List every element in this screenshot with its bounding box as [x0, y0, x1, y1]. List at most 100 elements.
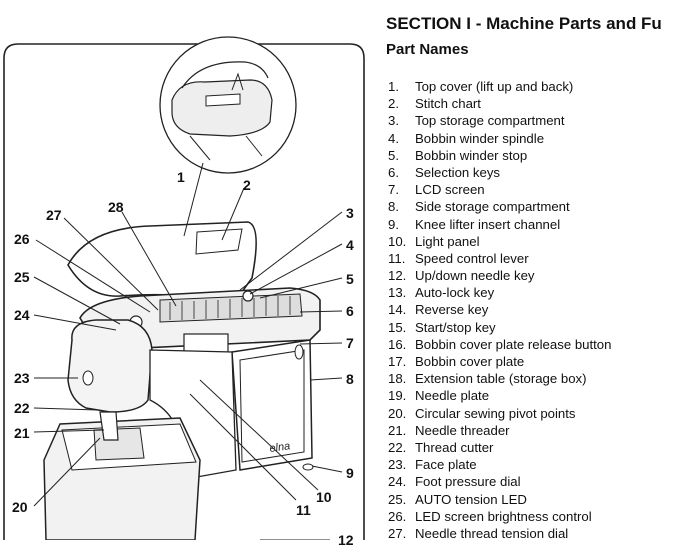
part-item: 19. Needle plate: [388, 387, 611, 404]
part-item: 26. LED screen brightness control: [388, 508, 611, 525]
brand-label: elna: [269, 440, 291, 455]
part-name: Auto-lock key: [415, 285, 495, 301]
part-item: 1. Top cover (lift up and back): [388, 78, 611, 95]
callout-24: 24: [14, 307, 30, 323]
part-name: Side storage compartment: [415, 199, 570, 215]
callout-21: 21: [14, 425, 30, 441]
part-number: 7.: [388, 182, 399, 198]
part-names-heading: Part Names: [386, 41, 469, 58]
part-name: Bobbin cover plate release button: [415, 336, 612, 352]
callout-23: 23: [14, 370, 30, 386]
part-name: Bobbin cover plate: [415, 354, 525, 369]
part-item: 4.Bobbin winder spindle: [388, 130, 611, 147]
part-item: 16. Bobbin cover plate release button: [388, 336, 611, 353]
callout-20: 20: [12, 499, 28, 515]
part-name: Thread cutter: [415, 439, 494, 455]
part-name: Light panel: [415, 233, 480, 249]
part-name: Speed control lever: [415, 250, 529, 266]
callout-22: 22: [14, 400, 30, 416]
machine-diagram: elna: [3, 36, 365, 547]
part-number: 13.: [388, 285, 407, 301]
part-name: Stitch chart: [415, 96, 481, 112]
part-item: 22. Thread cutter: [388, 439, 611, 456]
part-item: 20. Circular sewing pivot points: [388, 405, 611, 422]
callout-4: 4: [346, 237, 354, 253]
part-number: 3.: [388, 113, 399, 129]
part-number: 15.: [388, 319, 407, 335]
part-number: 26.: [388, 508, 407, 524]
part-number: 23.: [388, 457, 407, 473]
part-item: 8. Side storage compartment: [388, 198, 611, 215]
callout-5: 5: [346, 271, 354, 287]
part-number: 12.: [388, 268, 407, 284]
part-number: 17.: [388, 354, 407, 369]
part-number: 25.: [388, 491, 407, 507]
part-name: Needle thread tension dial: [415, 525, 569, 541]
part-item: 18. Extension table (storage box): [388, 370, 611, 387]
part-number: 22.: [388, 439, 407, 455]
part-item: 7. LCD screen: [388, 181, 611, 198]
part-name: LCD screen: [415, 182, 485, 198]
part-name: Top storage compartment: [415, 113, 565, 129]
callout-28: 28: [108, 199, 124, 215]
callout-26: 26: [14, 231, 30, 247]
part-number: 18.: [388, 371, 407, 387]
callout-6: 6: [346, 303, 354, 319]
callout-3: 3: [346, 205, 354, 221]
part-name: Top cover (lift up and back): [415, 79, 574, 94]
part-item: 23. Face plate: [388, 456, 611, 473]
part-item: 2. Stitch chart: [388, 95, 611, 112]
part-number: 19.: [388, 388, 407, 404]
part-number: 27.: [388, 525, 407, 541]
part-name: Needle plate: [415, 388, 490, 404]
part-number: 21.: [388, 422, 407, 438]
part-number: 10.: [388, 233, 407, 249]
part-name: Start/stop key: [415, 319, 496, 335]
part-name: Face plate: [415, 457, 477, 473]
callout-1: 1: [177, 169, 185, 185]
part-number: 11.: [388, 250, 406, 266]
callout-27: 27: [46, 207, 62, 223]
part-item: 27. Needle thread tension dial: [388, 525, 611, 542]
callout-11: 11: [296, 502, 311, 518]
part-name: Knee lifter insert channel: [415, 216, 561, 232]
callout-9: 9: [346, 465, 354, 481]
part-name: Bobbin winder stop: [415, 147, 528, 163]
part-number: 20.: [388, 405, 407, 421]
callout-25: 25: [14, 269, 30, 285]
callout-8: 8: [346, 371, 354, 387]
part-names-list: 1. Top cover (lift up and back) 2. Stitch …: [388, 78, 611, 542]
part-item: 24.Foot pressure dial: [388, 473, 611, 490]
part-number: 1.: [388, 79, 399, 94]
part-number: 6.: [388, 164, 399, 180]
part-number: 5.: [388, 147, 399, 163]
part-number: 9.: [388, 216, 399, 232]
section-title: SECTION I - Machine Parts and Fu: [386, 14, 662, 33]
part-number: 8.: [388, 199, 399, 215]
part-number: 16.: [388, 336, 407, 352]
part-name: Circular sewing pivot points: [415, 405, 576, 421]
part-name: AUTO tension LED: [415, 491, 527, 507]
part-name: Selection keys: [415, 164, 501, 180]
part-item: 10. Light panel: [388, 233, 611, 250]
part-number: 24.: [388, 474, 407, 490]
part-number: 14.: [388, 302, 407, 318]
part-name: Needle threader: [415, 422, 510, 438]
part-item: 3. Top storage compartment: [388, 112, 611, 129]
part-item: 21. Needle threader: [388, 422, 611, 439]
sewing-machine-illustration: elna: [3, 36, 365, 540]
part-name: Up/down needle key: [415, 268, 535, 284]
part-name: LED screen brightness control: [415, 508, 592, 524]
part-item: 12. Up/down needle key: [388, 267, 611, 284]
part-name: Reverse key: [415, 302, 489, 318]
part-number: 2.: [388, 96, 399, 112]
part-item: 6. Selection keys: [388, 164, 611, 181]
part-number: 4.: [388, 130, 399, 146]
part-item: 14. Reverse key: [388, 301, 611, 318]
part-item: 5. Bobbin winder stop: [388, 147, 611, 164]
part-item: 13. Auto-lock key: [388, 284, 611, 301]
part-item: 15. Start/stop key: [388, 319, 611, 336]
part-name: Extension table (storage box): [415, 371, 587, 387]
part-item: 11. Speed control lever: [388, 250, 611, 267]
callout-2: 2: [243, 177, 251, 193]
